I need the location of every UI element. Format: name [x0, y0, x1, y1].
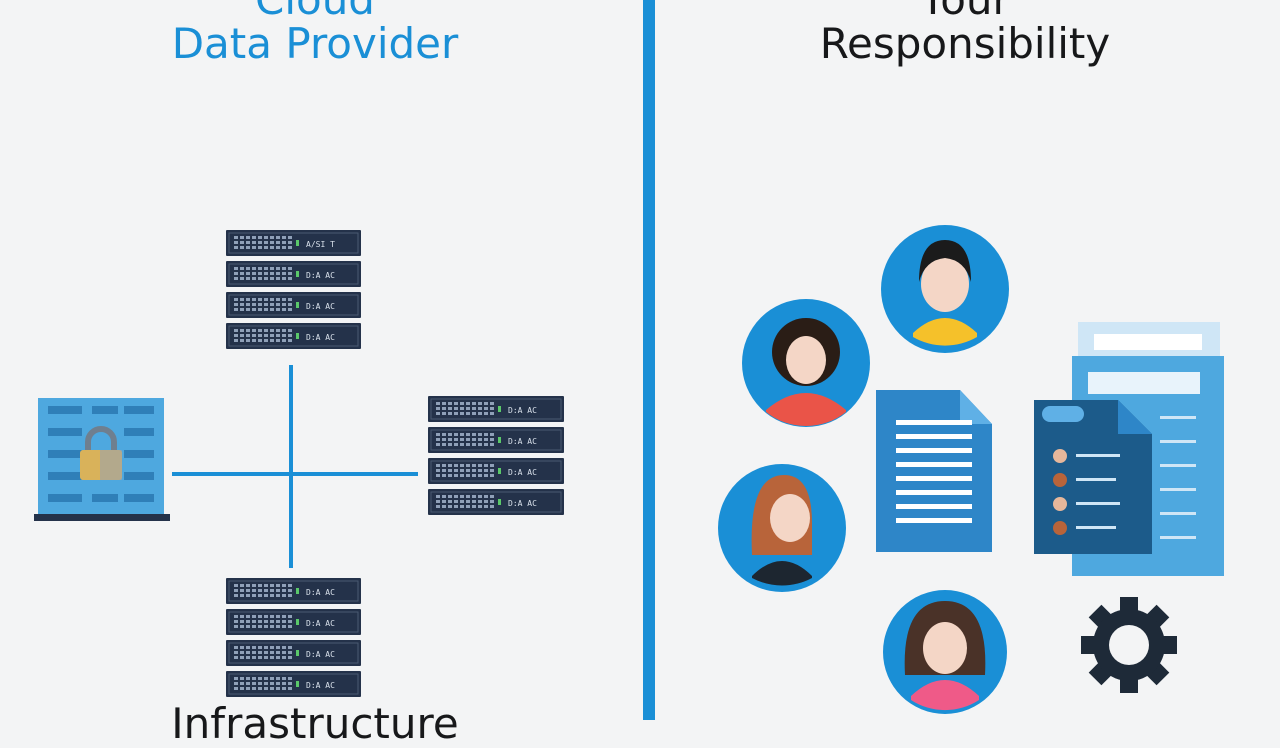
user-avatar-2: [742, 299, 870, 427]
illustration: A/SI TD:A ACD:A ACD:A AC D:A ACD:A ACD:A…: [34, 225, 1224, 714]
network-lines: [172, 365, 418, 568]
lock-icon: [80, 426, 122, 480]
server-unit: D:A AC: [226, 671, 361, 697]
center-divider: [643, 0, 655, 720]
server-label: D:A AC: [306, 302, 335, 311]
profile-list: [1053, 449, 1120, 535]
server-unit: D:A AC: [226, 578, 361, 604]
left-title-line1: Cloud: [110, 0, 520, 22]
server-label: D:A AC: [306, 619, 335, 628]
user-avatar-1: [881, 225, 1009, 353]
locked-server: [34, 398, 170, 521]
right-title-line1: Your: [760, 0, 1170, 22]
server-label: D:A AC: [508, 468, 537, 477]
user-avatar-4: [883, 590, 1007, 714]
gear-icon: [1081, 597, 1177, 693]
server-unit: D:A AC: [428, 458, 564, 484]
server-stack-bottom: D:A AC D:A AC D:A AC D:A AC: [226, 578, 361, 697]
server-stack-right: D:A AC D:A AC D:A AC D:A AC: [428, 396, 564, 515]
server-unit: D:A AC: [428, 427, 564, 453]
left-title-line2: Data Provider: [171, 19, 459, 68]
server-label: D:A AC: [306, 333, 335, 342]
server-unit: D:A AC: [226, 292, 361, 318]
server-unit: D:A AC: [226, 640, 361, 666]
server-stack-top: A/SI T D:A AC D:A AC D:A AC: [226, 230, 361, 349]
your-responsibility-title: Your Responsibility: [760, 0, 1170, 66]
server-unit: D:A AC: [226, 261, 361, 287]
server-label: D:A AC: [306, 650, 335, 659]
server-unit: D:A AC: [226, 323, 361, 349]
server-label: D:A AC: [508, 437, 537, 446]
right-title-line2: Responsibility: [819, 19, 1111, 68]
server-label: D:A AC: [306, 271, 335, 280]
server-unit: D:A AC: [428, 396, 564, 422]
server-label: D:A AC: [508, 406, 537, 415]
server-unit: A/SI T: [226, 230, 361, 256]
server-label: A/SI T: [306, 240, 335, 249]
cloud-data-provider-title: Cloud Data Provider: [110, 0, 520, 66]
user-avatar-3: [718, 464, 846, 592]
server-label: D:A AC: [306, 588, 335, 597]
server-unit: D:A AC: [428, 489, 564, 515]
server-label: D:A AC: [508, 499, 537, 508]
server-label: D:A AC: [306, 681, 335, 690]
server-unit: D:A AC: [226, 609, 361, 635]
document-icon: [876, 390, 992, 552]
file-stack-icon: [1034, 322, 1224, 576]
